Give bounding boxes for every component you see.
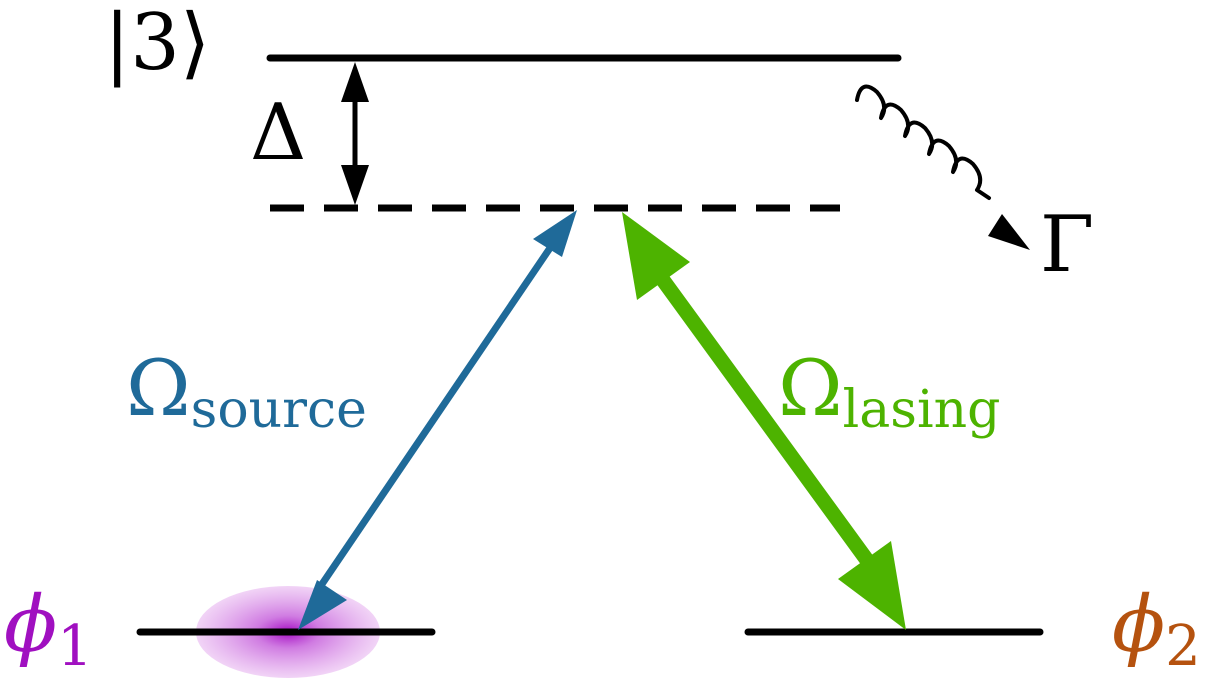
omega-lasing-subscript: lasing [842, 380, 1001, 440]
delta-label: Δ [250, 88, 307, 178]
phi1-label: ϕ1 [4, 586, 93, 675]
omega-source-symbol: Ω [126, 344, 191, 434]
omega-source-subscript: source [190, 380, 367, 440]
lasing-transition-arrow [622, 212, 906, 630]
phi1-symbol: ϕ [4, 580, 58, 670]
omega-source-label: Ωsource [126, 350, 367, 436]
decay-arrowhead [988, 214, 1030, 250]
omega-lasing-symbol: Ω [778, 344, 843, 434]
phi2-label: ϕ2 [1112, 586, 1201, 675]
phi2-symbol: ϕ [1112, 580, 1166, 670]
omega-lasing-label: Ωlasing [778, 350, 1000, 436]
phi2-subscript: 2 [1165, 614, 1201, 679]
detuning-arrow [341, 62, 369, 205]
phi1-subscript: 1 [57, 614, 93, 679]
decay-wavy-line [855, 84, 991, 200]
gamma-label: Γ [1040, 200, 1095, 290]
source-transition-arrow [298, 210, 577, 630]
state-3-label: |3⟩ [104, 0, 211, 88]
